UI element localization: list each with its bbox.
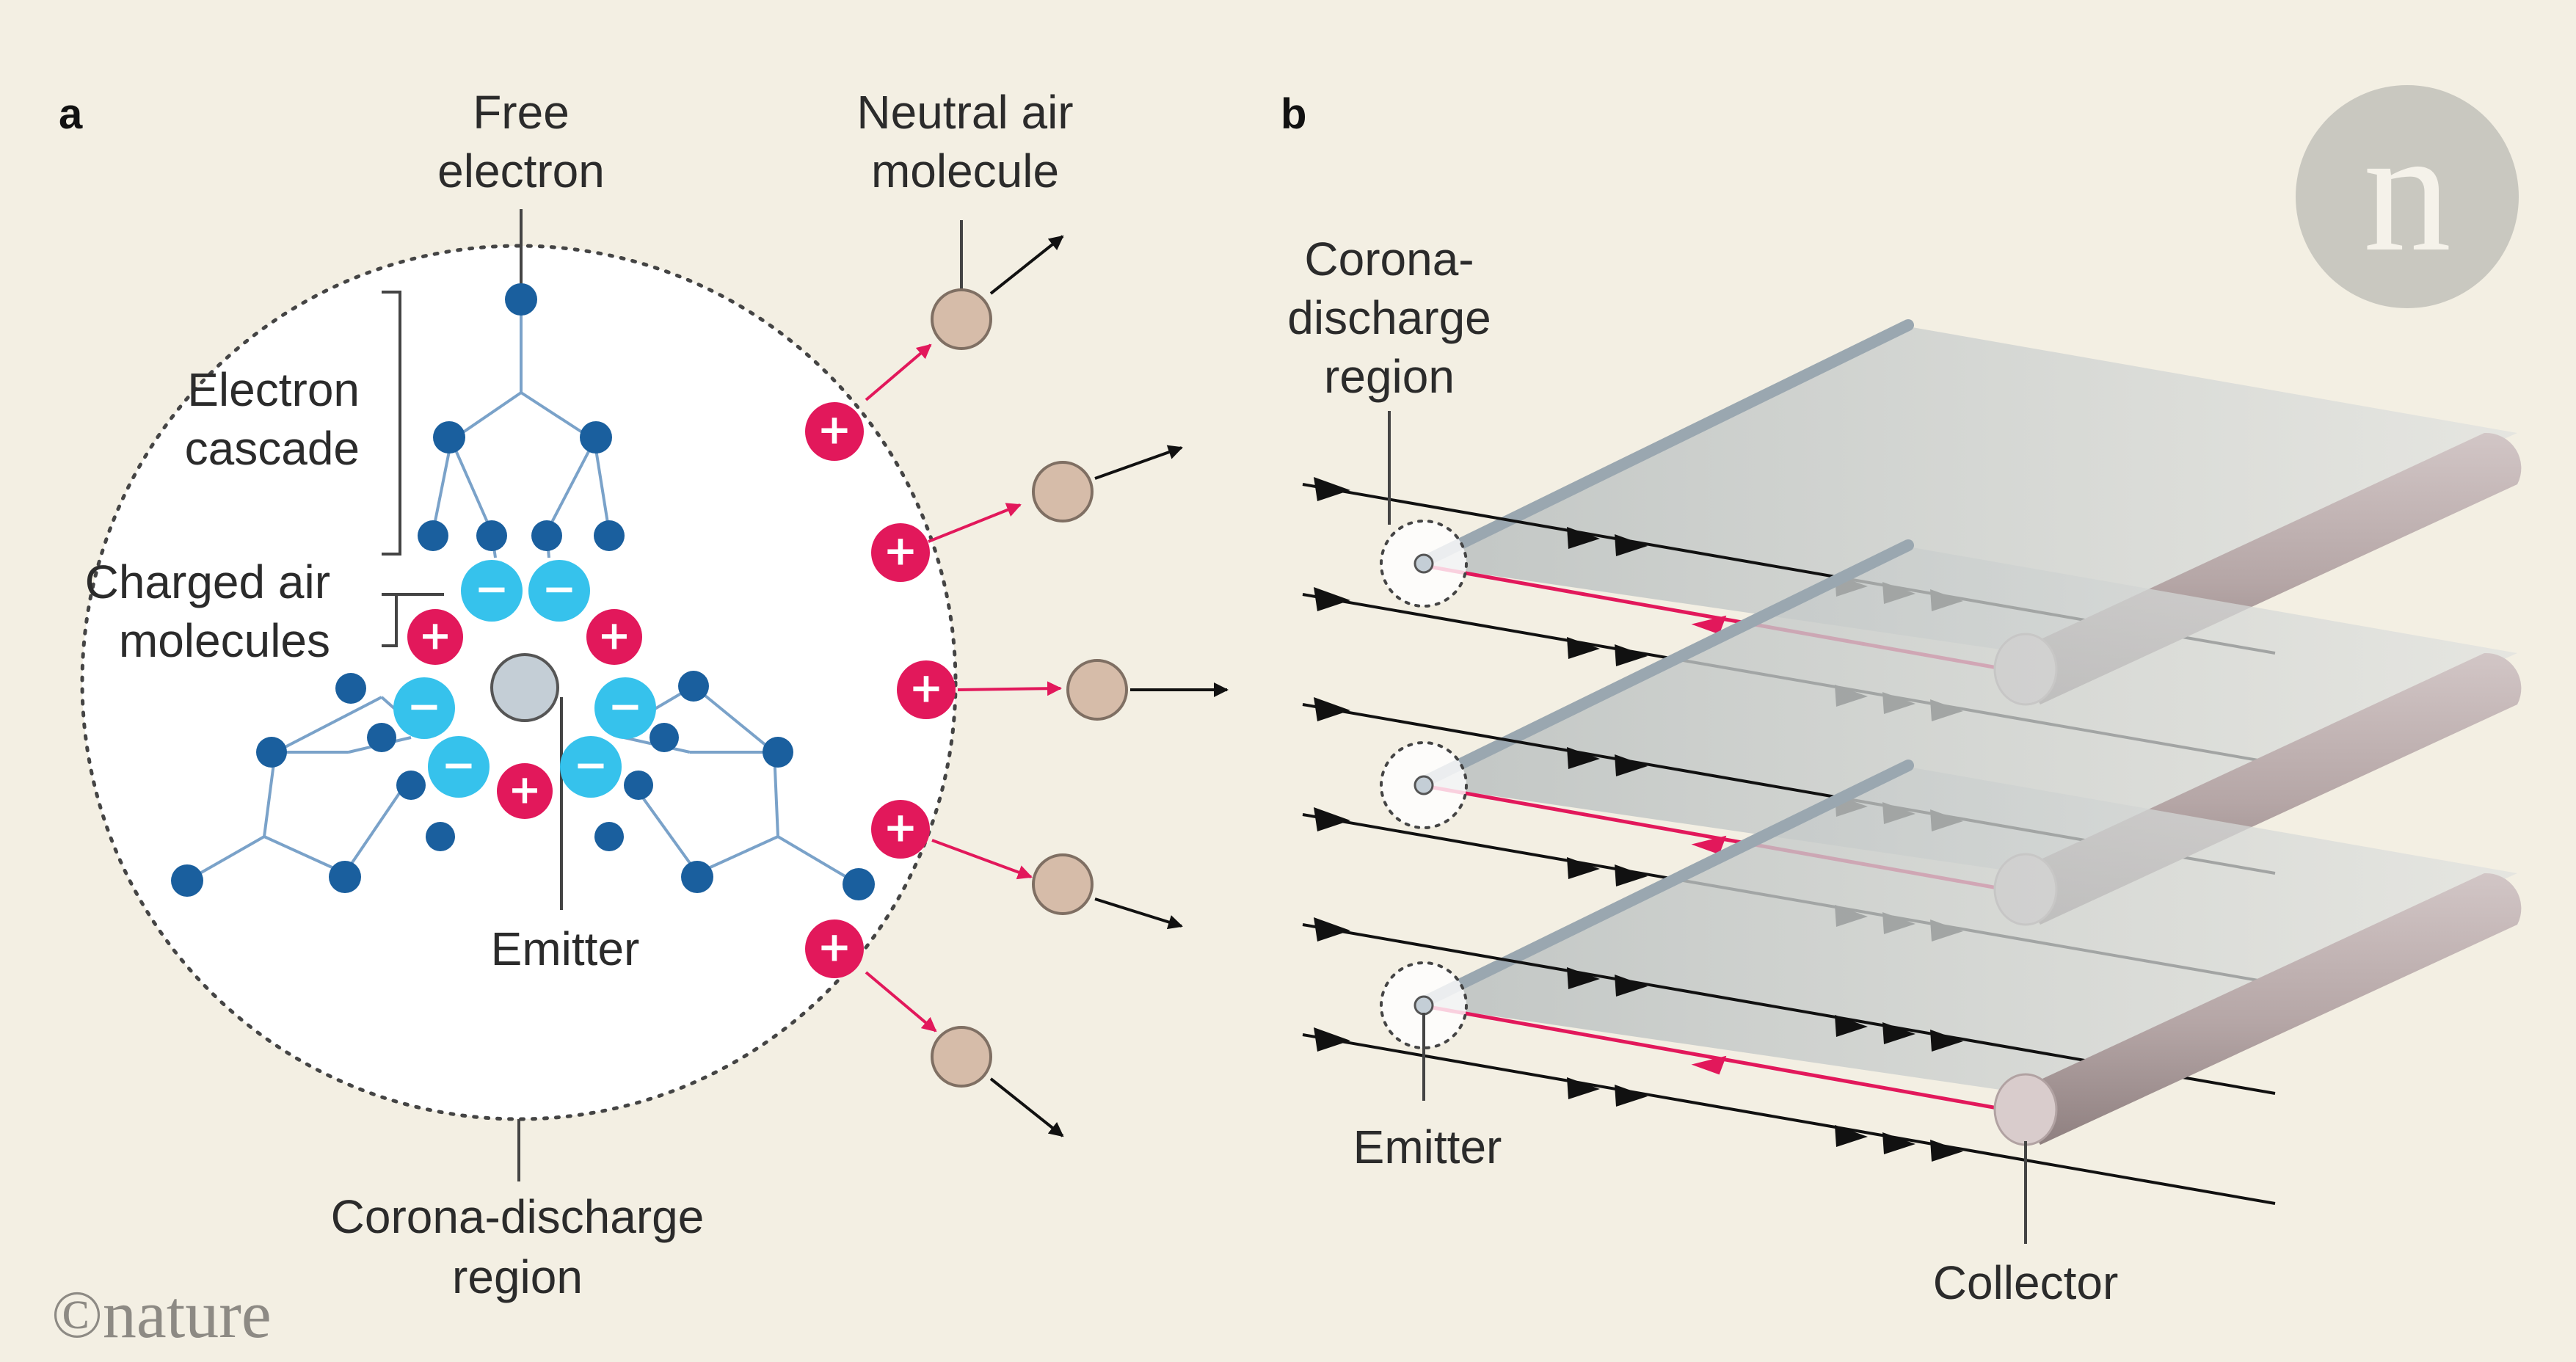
panel-b-letter: b [1281,90,1306,138]
ion-drift-arrows [865,343,1062,1033]
device-unit-3 [1302,760,2522,1205]
panel-a-leaders [382,209,963,1181]
negative-ions: − − − − − − [393,560,656,798]
field-arrowheads [1314,917,1963,1162]
collector-rod-3 [2011,873,2522,1145]
positive-ions-outer: + + + + + [805,402,956,978]
negative-sign: − [608,683,643,731]
positive-sign: + [909,665,944,713]
ion-path-arrowhead [1691,1055,1727,1075]
positive-sign: + [597,613,630,659]
label-free-electron-2: electron [437,145,605,197]
label-neutral-molecule-1: Neutral air [856,86,1073,139]
neutral-air-molecules [931,288,1128,1088]
positive-sign: + [818,924,852,972]
plate-2 [1420,547,2517,873]
panel-b-leaders [1388,411,2027,1244]
panel-a-letter: a [59,90,83,138]
positive-ions-inner: + + + [407,609,642,819]
emitter-wire-3 [1414,760,1914,1010]
label-corona-region-a-2: region [452,1250,583,1303]
label-charged-air-1: Charged air [85,556,330,608]
label-corona-region-b-3: region [1324,350,1455,403]
emitter-cross-section-2 [1413,775,1434,795]
positive-sign: + [418,613,451,659]
emitter-cross-section-1 [1413,553,1434,574]
label-electron-cascade-1: Electron [187,363,360,416]
label-emitter-a: Emitter [491,922,640,975]
label-corona-region-a-1: Corona-discharge [331,1190,705,1243]
plate-1 [1420,327,2517,653]
label-charged-air-2: molecules [119,614,330,667]
nature-logo-letter: n [2363,92,2451,288]
positive-sign: + [884,528,918,575]
panel-b: b [1281,90,2522,1309]
panel-a: a [59,86,1229,1303]
molecule-motion-arrows [989,235,1229,1137]
negative-sign: − [442,742,476,790]
field-line [1302,1033,2276,1205]
emitter-wire-1 [1414,319,1914,569]
label-free-electron-1: Free [473,86,570,139]
negative-sign: − [475,566,509,613]
negative-sign: − [574,742,608,790]
plate-3 [1420,767,2517,1093]
negative-sign: − [407,683,442,731]
collector-rod-end-3 [1993,1073,2058,1146]
label-electron-cascade-2: cascade [185,422,360,475]
emitter-wire-cross-section [490,653,559,722]
label-corona-region-b-1: Corona- [1304,233,1474,285]
ion-path-arrowhead [1691,615,1727,635]
nature-logo: n [2296,85,2519,308]
negative-sign: − [542,566,577,613]
nature-logo-circle [2296,85,2519,308]
positive-sign: + [884,804,918,852]
label-emitter-b: Emitter [1353,1121,1502,1173]
positive-sign: + [508,767,541,813]
copyright-nature: ©nature [51,1277,272,1352]
emitter-cross-section-3 [1413,995,1434,1016]
label-corona-region-b-2: discharge [1287,291,1491,344]
label-neutral-molecule-2: molecule [871,145,1059,197]
label-collector: Collector [1933,1256,2119,1309]
emitter-wire-2 [1414,539,1914,790]
ion-path-arrowhead [1691,835,1727,855]
electrons [171,283,875,900]
positive-sign: + [818,407,852,454]
